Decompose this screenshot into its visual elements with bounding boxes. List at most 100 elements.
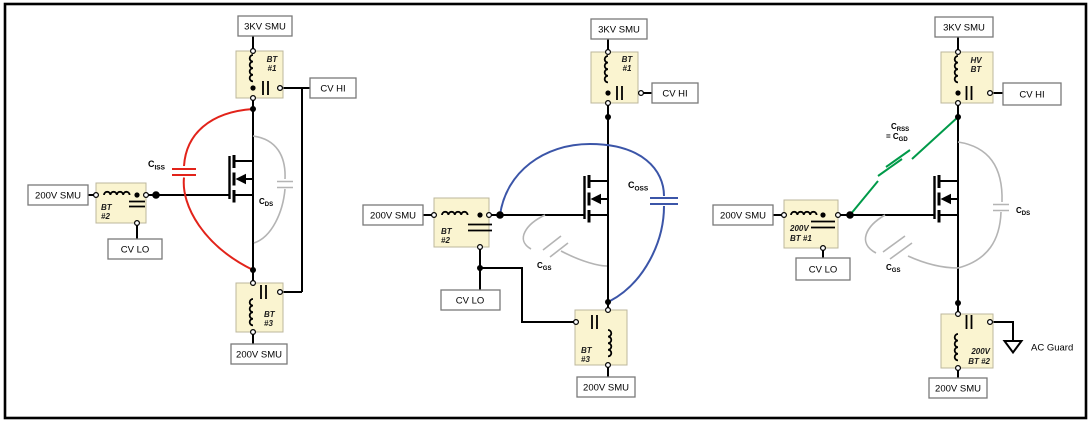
supply-box-3kv	[934, 16, 994, 38]
crss-label: CRSS	[891, 122, 909, 133]
cds-label: CDS	[259, 197, 273, 208]
inductor-icon	[441, 210, 469, 216]
capacitor-icon	[262, 81, 269, 95]
supply-box-3kv	[590, 18, 648, 40]
cv-lo-label: CV LO	[809, 265, 838, 276]
ac-guard-label: AC Guard	[1031, 343, 1073, 354]
supply-label: 200V SMU	[236, 350, 282, 361]
cv-hi-box	[309, 77, 357, 99]
capacitor-icon	[616, 86, 623, 100]
inductor-icon	[248, 54, 254, 83]
cv-lo-box	[795, 257, 851, 281]
coss-label: COSS	[628, 180, 649, 193]
inductor-icon	[603, 55, 609, 84]
bias-tee-2-label: BT	[441, 227, 453, 236]
bias-tee-2-box	[433, 197, 490, 248]
components	[790, 55, 1024, 362]
supply-box-200v	[362, 204, 424, 226]
bias-tee-3-label: BT	[581, 346, 593, 355]
cds-parasitic-capacitor	[252, 135, 293, 244]
hv-bias-tee-label: HV	[970, 56, 982, 65]
hv-bias-tee-label: BT	[971, 65, 983, 74]
cds-parasitic-capacitor	[957, 141, 1009, 269]
bias-tee-1-box	[235, 50, 284, 99]
inductor-icon	[607, 329, 613, 358]
junction-dots	[477, 90, 611, 305]
junction-dots	[134, 85, 256, 273]
cgs-parasitic-capacitor	[864, 214, 959, 269]
cgs-label: CGS	[537, 261, 551, 272]
junction-dots	[820, 90, 961, 306]
coss-capacitor	[499, 142, 678, 302]
bias-tee-1-label: #1	[268, 64, 277, 73]
crss-circuit: 3KV SMU CV HI 200V SMU CV LO 200V SMU HV…	[712, 16, 1073, 399]
supply-label: 200V SMU	[583, 383, 629, 394]
supply-box-200v	[712, 204, 774, 226]
supply-label: 200V SMU	[935, 384, 981, 395]
diagram-frame	[3, 2, 1088, 420]
components	[441, 55, 623, 358]
inductor-icon	[953, 55, 959, 84]
bias-tee-1-label: BT	[622, 55, 634, 64]
capacitor-icon	[965, 315, 973, 329]
ac-guard-ground-icon	[1002, 340, 1024, 355]
crss-capacitor	[849, 116, 959, 216]
bias-tee-1-box	[783, 199, 839, 249]
inductor-icon	[790, 210, 818, 216]
capacitor-icon	[260, 285, 267, 299]
capacitor-icon	[468, 223, 492, 232]
bias-tee-2-label: #2	[101, 212, 110, 221]
ciss-label: CISS	[148, 159, 166, 172]
terminals	[780, 48, 993, 372]
supply-box-3kv	[237, 15, 293, 37]
bias-tee-2-box	[95, 182, 147, 224]
capacitor-icon	[965, 86, 973, 100]
bias-tee-3-label: #3	[264, 319, 273, 328]
supply-label: 200V SMU	[35, 191, 81, 202]
cv-hi-label: CV HI	[320, 84, 345, 95]
cv-hi-box	[651, 82, 699, 104]
cds-label: CDS	[1016, 206, 1030, 217]
cv-hi-label: CV HI	[1019, 90, 1044, 101]
cv-hi-label: CV HI	[662, 89, 687, 100]
bias-tee-boxes	[95, 50, 284, 333]
bias-tee-3-box	[235, 282, 284, 333]
bias-tee-1-box	[590, 51, 639, 104]
bias-tee-2-label: BT #2	[968, 357, 990, 366]
cv-lo-label: CV LO	[456, 296, 485, 307]
capacitor-icon	[811, 220, 835, 229]
coss-circuit: 3KV SMU CV HI 200V SMU CV LO 200V SMU BT…	[362, 18, 699, 398]
supply-label: 3KV SMU	[244, 22, 286, 33]
bias-tee-1-label: 200V	[789, 224, 809, 233]
cv-lo-box	[107, 238, 163, 260]
supply-box-200v	[928, 377, 988, 399]
bias-tee-3-label: BT	[264, 310, 276, 319]
supply-box-200v	[230, 343, 288, 365]
bias-tee-2-label: BT	[101, 203, 113, 212]
supply-box-200v	[27, 184, 89, 206]
crss-eq-label: = CGD	[886, 132, 908, 143]
inductor-icon	[248, 298, 254, 327]
components	[103, 54, 269, 327]
bias-tee-boxes	[433, 51, 639, 366]
supply-box-200v	[576, 376, 636, 398]
cgs-parasitic-capacitor	[522, 214, 608, 267]
inductor-icon	[953, 333, 959, 362]
ciss-capacitor	[172, 108, 254, 271]
ciss-circuit: 3KV SMU CV HI 200V SMU CV LO 200V SMU BT…	[27, 15, 357, 365]
inductor-icon	[103, 190, 131, 196]
bias-tee-2-label: #2	[441, 236, 450, 245]
cv-lo-box	[440, 289, 501, 311]
bias-tee-3-label: #3	[581, 355, 590, 364]
bias-tee-1-label: BT	[267, 55, 279, 64]
bias-tee-2-label: 200V	[970, 347, 990, 356]
capacitor-icon	[129, 200, 145, 208]
bias-tee-3-box	[574, 309, 628, 366]
cgs-label: CGS	[886, 263, 900, 274]
supply-label: 200V SMU	[720, 211, 766, 222]
supply-label: 3KV SMU	[943, 23, 985, 34]
cv-hi-box	[1002, 82, 1062, 106]
bias-tee-1-label: #1	[623, 64, 632, 73]
